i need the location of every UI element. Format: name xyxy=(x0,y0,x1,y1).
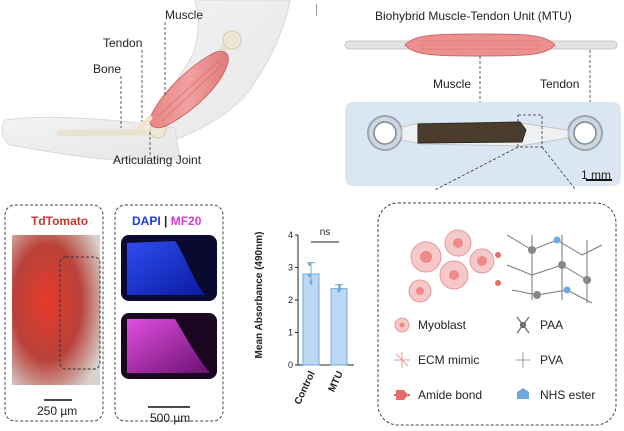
y-tick-label: 0 xyxy=(288,360,293,370)
mtu-tissue xyxy=(418,122,526,143)
y-tick-label: 4 xyxy=(288,230,293,240)
legend-pva-label: PVA xyxy=(540,353,563,367)
scale-left-label: 250 µm xyxy=(37,404,77,418)
micrograph-panel xyxy=(0,195,230,431)
mtu-illustration xyxy=(340,30,624,190)
data-point xyxy=(308,263,311,266)
mtu-scale-label: 1 mm xyxy=(581,168,611,182)
y-tick-label: 3 xyxy=(288,263,293,273)
joint-label: Articulating Joint xyxy=(113,153,201,167)
legend-nhs-ester-label: NHS ester xyxy=(540,388,595,402)
chart-ylabel: Mean Absorbance (490nm) xyxy=(254,232,265,359)
mtu-muscle-label: Muscle xyxy=(433,77,471,91)
scale-right-label: 500 µm xyxy=(150,411,190,425)
legend-paa-label: PAA xyxy=(540,318,563,332)
absorbance-chart: 0 1 2 3 4 Control MTU Mean Absorbance (490nm)… xyxy=(240,215,370,431)
dapi-mf20-label: DAPI | MF20 xyxy=(132,214,201,228)
x-tick-label: Control xyxy=(293,369,318,406)
tdtomato-label: TdTomato xyxy=(31,214,88,228)
y-tick-label: 1 xyxy=(288,328,293,338)
bar-control xyxy=(303,274,319,365)
data-point xyxy=(309,281,312,284)
y-tick-label: 2 xyxy=(288,295,293,305)
mtu-tendon-label: Tendon xyxy=(540,77,579,91)
x-tick-label: MTU xyxy=(327,370,346,394)
data-point xyxy=(308,274,311,277)
legend-amide-bond-label: Amide bond xyxy=(418,388,482,402)
significance-label: ns xyxy=(320,227,331,238)
legend-myoblast-label: Myoblast xyxy=(418,318,466,332)
mtu-title: Biohybrid Muscle-Tendon Unit (MTU) xyxy=(375,9,572,23)
forearm-bone xyxy=(60,132,160,133)
data-point xyxy=(338,284,341,287)
divider xyxy=(316,4,317,16)
tendon-label: Tendon xyxy=(103,36,142,50)
muscle-label: Muscle xyxy=(165,8,203,22)
legend-ecm-mimic-label: ECM mimic xyxy=(418,353,479,367)
bone-label: Bone xyxy=(93,62,121,76)
bar-mtu xyxy=(331,289,347,365)
data-point xyxy=(337,289,340,292)
